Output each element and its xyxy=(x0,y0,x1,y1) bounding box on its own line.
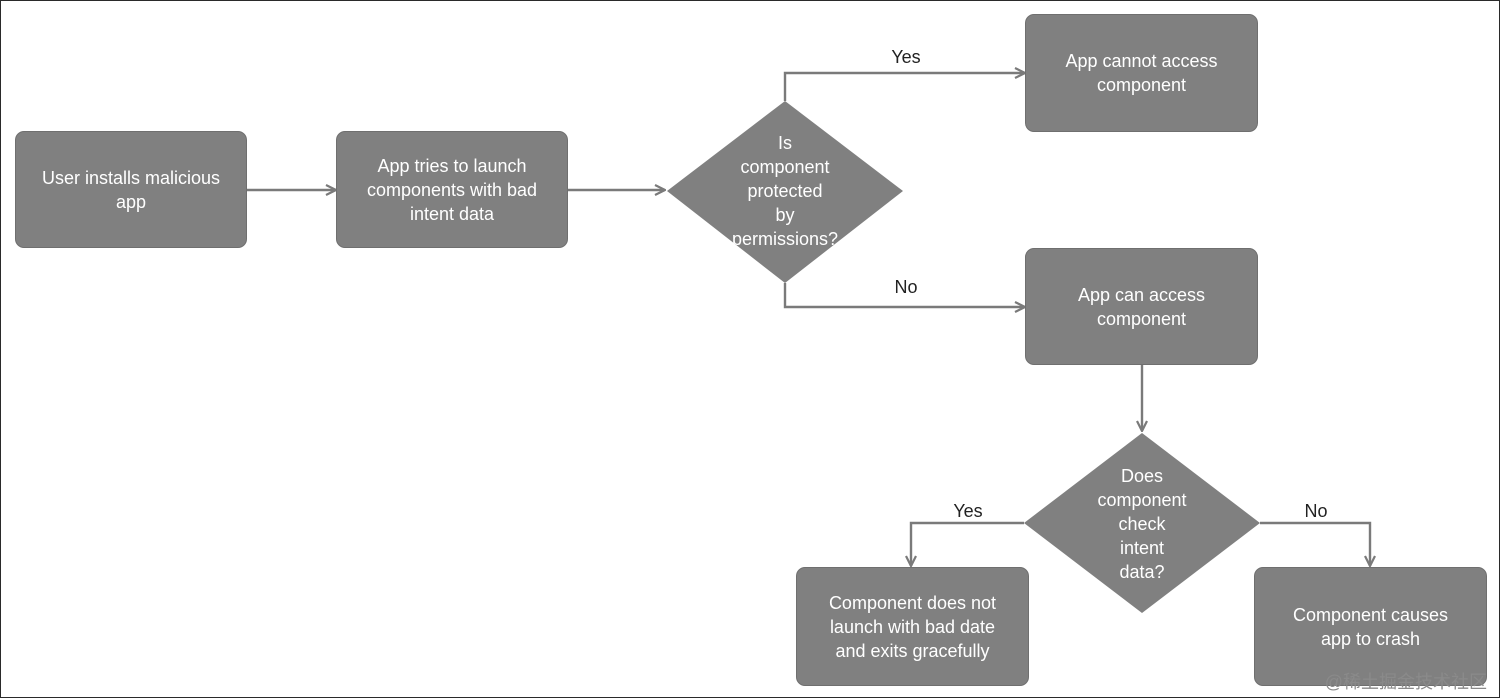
arrow-no-to-crash xyxy=(1260,521,1370,566)
node-app-can-access: App can access component xyxy=(1025,248,1258,365)
node-component-causes-crash: Component causes app to crash xyxy=(1254,567,1487,686)
edge-label-no-protected: No xyxy=(894,277,918,297)
arrow-no-to-can-access xyxy=(783,283,1025,307)
arrow-yes-to-graceful xyxy=(911,521,1024,566)
decision-permissions-label-box: Is component protected by permissions? xyxy=(705,119,865,263)
node-app-cannot-access-label: App cannot access component xyxy=(1065,51,1218,95)
node-app-can-access-label: App can access component xyxy=(1077,284,1206,329)
node-app-cannot-access: App cannot access component xyxy=(1025,14,1258,132)
decision-permissions-label: Is component protected by permissions? xyxy=(731,133,839,249)
node-app-tries-launch: App tries to launch components with bad … xyxy=(336,131,568,248)
edge-label-no-check: No xyxy=(1304,501,1328,521)
decision-diamond-check-intent xyxy=(1024,433,1260,613)
arrow-yes-to-cannot-access xyxy=(783,73,1025,101)
edge-label-yes-protected: Yes xyxy=(891,47,921,67)
decision-check-intent-label: Does component check intent data? xyxy=(1097,466,1187,582)
decision-check-intent-label-box: Does component check intent data? xyxy=(1062,457,1222,591)
edge-label-yes-check: Yes xyxy=(953,501,983,521)
node-component-causes-crash-label: Component causes app to crash xyxy=(1292,604,1449,649)
node-user-installs-app: User installs malicious app xyxy=(15,131,247,248)
node-app-tries-launch-label: App tries to launch components with bad … xyxy=(366,155,538,224)
node-component-exits-gracefully: Component does not launch with bad date … xyxy=(796,567,1029,686)
decision-diamond-permissions xyxy=(667,101,903,283)
node-user-installs-app-label: User installs malicious app xyxy=(41,167,221,212)
watermark-text: @稀土掘金技术社区 xyxy=(1324,672,1487,692)
node-component-exits-gracefully-label: Component does not launch with bad date … xyxy=(828,592,997,661)
